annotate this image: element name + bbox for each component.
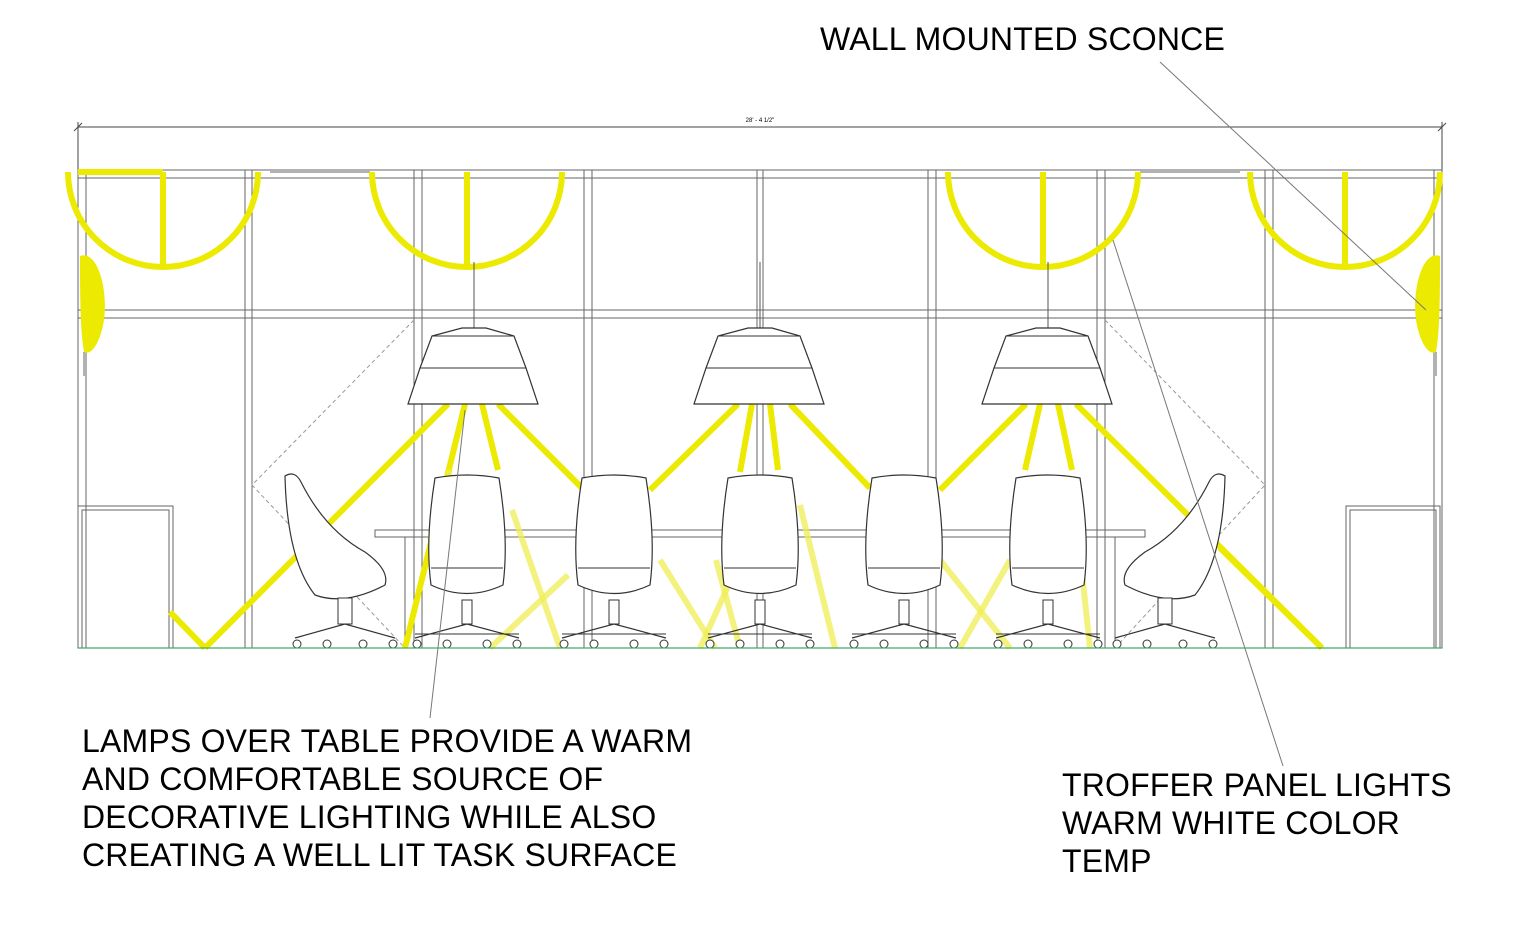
troffer-callout: TROFFER PANEL LIGHTS WARM WHITE COLOR TE…: [1062, 767, 1452, 879]
light-beam: [937, 558, 1013, 650]
dimension-line: [73, 122, 1447, 170]
troffer-light: [1247, 171, 1443, 270]
light-beam: [487, 572, 571, 651]
light-beam: [937, 401, 1029, 493]
light-beam: [787, 401, 873, 491]
light-beam: [737, 403, 755, 473]
light-beam: [647, 401, 741, 493]
sconce-callout: WALL MOUNTED SCONCE: [820, 21, 1226, 57]
light-beam: [1055, 403, 1075, 471]
troffer-light: [945, 171, 1141, 270]
leader-lines: [429, 61, 1427, 767]
light-beam: [767, 403, 781, 471]
light-beam: [167, 609, 208, 651]
light-beam: [957, 558, 1013, 650]
light-beam: [1217, 545, 1325, 651]
chair: [993, 474, 1103, 649]
wall-sconce-left: [80, 255, 105, 353]
chair: [559, 474, 669, 649]
pendant-lamp: [407, 262, 539, 405]
dimension-text: 28' - 4 1/2": [746, 118, 775, 124]
chair: [705, 474, 815, 649]
light-beam: [495, 401, 585, 491]
wall-sconces: [80, 255, 1440, 376]
wall-sconce-right: [1415, 255, 1440, 353]
chair: [412, 474, 522, 649]
light-beam: [1022, 403, 1043, 471]
chair: [849, 474, 959, 649]
light-beam: [713, 559, 743, 649]
pendant-lamp: [981, 262, 1113, 405]
troffer-lights: [65, 169, 1443, 270]
chair: [1112, 473, 1226, 649]
pendant-lamps: [407, 262, 1113, 405]
light-beam: [797, 504, 838, 649]
light-beam: [509, 509, 563, 649]
light-beam: [479, 403, 501, 471]
chair: [284, 473, 398, 649]
lamps-callout: LAMPS OVER TABLE PROVIDE A WARM AND COMF…: [82, 723, 693, 873]
pendant-lamp: [693, 262, 825, 405]
troffer-light: [369, 171, 565, 270]
troffer-light: [65, 169, 261, 270]
